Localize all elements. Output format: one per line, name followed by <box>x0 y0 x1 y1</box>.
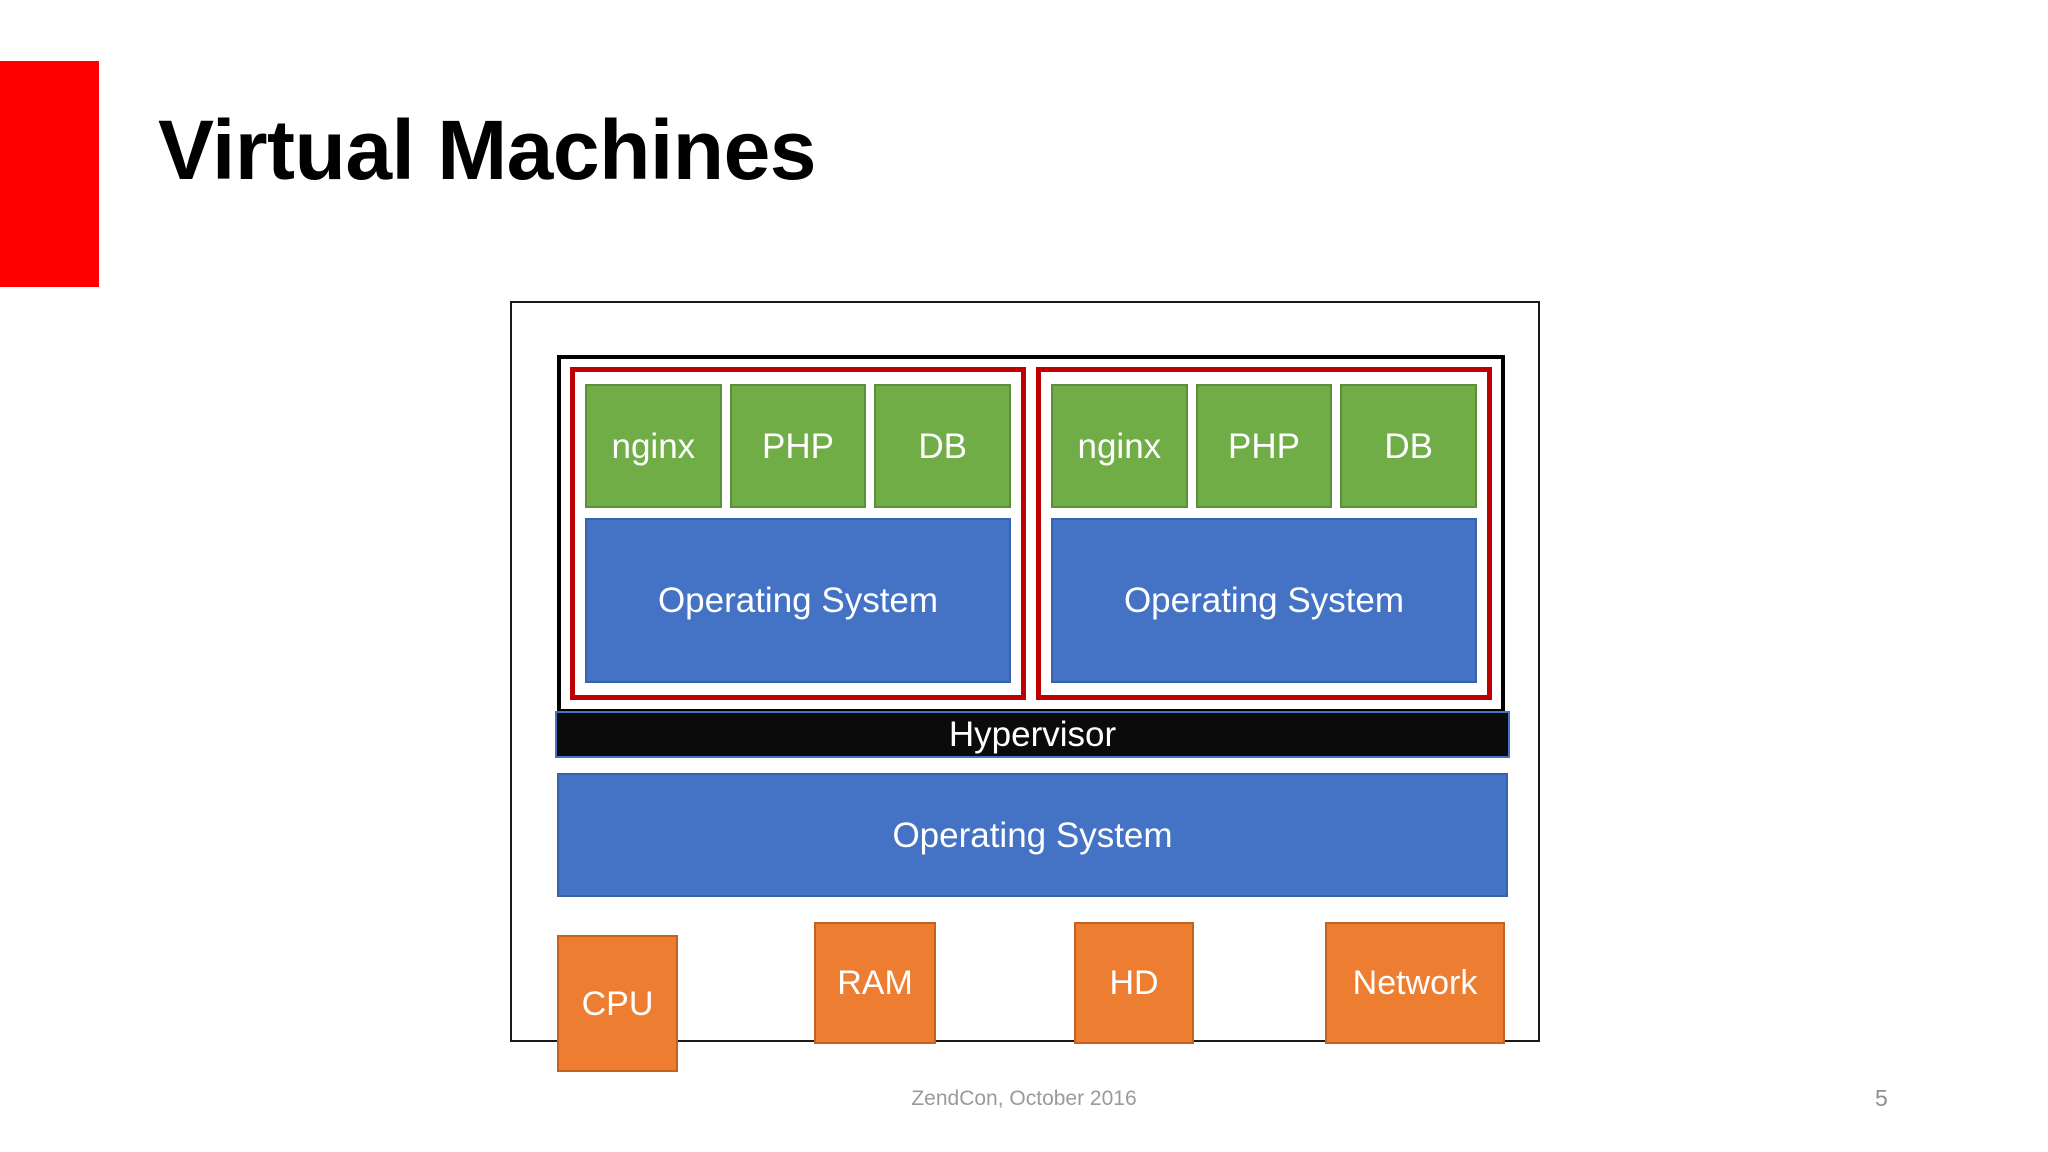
guest-os-right: Operating System <box>1051 518 1477 683</box>
service-box-nginx-right: nginx <box>1051 384 1188 508</box>
hardware-box-ram: RAM <box>814 922 936 1044</box>
hardware-box-hd: HD <box>1074 922 1194 1044</box>
guest-os-left: Operating System <box>585 518 1011 683</box>
service-row-left: nginx PHP DB <box>585 384 1012 508</box>
footer-conference-label: ZendCon, October 2016 <box>911 1087 1137 1110</box>
accent-bar <box>0 61 99 287</box>
hypervisor-bar: Hypervisor <box>555 711 1510 758</box>
service-box-php-left: PHP <box>729 384 867 508</box>
page-title: Virtual Machines <box>158 103 817 197</box>
service-row-right: nginx PHP DB <box>1051 384 1478 508</box>
host-os-bar: Operating System <box>557 773 1508 897</box>
vm-host-container: nginx PHP DB Operating System nginx PHP … <box>557 355 1505 713</box>
vm-box-right: nginx PHP DB Operating System <box>1036 367 1492 700</box>
vm-architecture-diagram: nginx PHP DB Operating System nginx PHP … <box>510 301 1540 1072</box>
vm-row: nginx PHP DB Operating System nginx PHP … <box>570 367 1492 700</box>
vm-box-left: nginx PHP DB Operating System <box>570 367 1026 700</box>
service-box-db-right: DB <box>1340 384 1478 508</box>
hardware-box-cpu: CPU <box>557 935 678 1072</box>
slide-page-number: 5 <box>1875 1085 1888 1111</box>
service-box-php-right: PHP <box>1195 384 1333 508</box>
service-box-db-left: DB <box>874 384 1012 508</box>
hardware-box-network: Network <box>1325 922 1505 1044</box>
service-box-nginx-left: nginx <box>585 384 722 508</box>
